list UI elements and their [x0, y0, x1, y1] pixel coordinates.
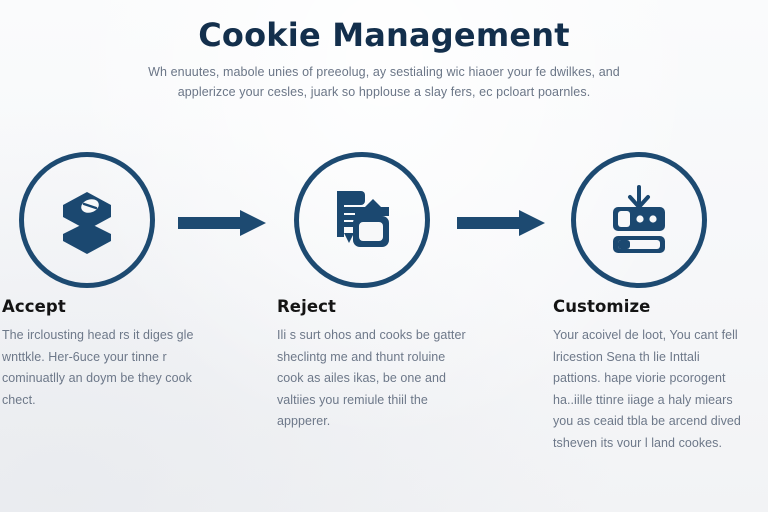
step-column-reject: Reject Ili s surt ohos and cooks be gatt…	[277, 297, 473, 433]
step-body-reject: Ili s surt ohos and cooks be gatter shec…	[277, 328, 466, 429]
step-descriptions: Accept The irclousting head rs it diges …	[0, 297, 768, 498]
flow-diagram	[0, 152, 768, 292]
server-settings-download-icon	[602, 183, 676, 257]
step-circle-accept[interactable]	[19, 152, 155, 288]
step-circle-reject[interactable]	[294, 152, 430, 288]
step-circle-customize[interactable]	[571, 152, 707, 288]
step-column-customize: Customize Your acoivel de loot, You cant…	[553, 297, 749, 454]
page-title: Cookie Management	[198, 16, 570, 54]
layers-stack-icon	[51, 184, 123, 256]
step-title-reject: Reject	[277, 297, 337, 316]
step-body-customize: Your acoivel de loot, You cant fell lric…	[553, 328, 741, 450]
page-subtitle: Wh enuutes, mabole unies of preeolug, ay…	[148, 65, 620, 100]
arrow-right-icon-1	[176, 208, 268, 238]
step-title-customize: Customize	[553, 297, 651, 316]
step-column-accept: Accept The irclousting head rs it diges …	[2, 297, 198, 411]
documents-card-icon	[325, 183, 399, 257]
step-body-accept: The irclousting head rs it diges gle wnt…	[2, 328, 194, 407]
arrow-right-icon-2	[455, 208, 547, 238]
step-title-accept: Accept	[2, 297, 66, 316]
